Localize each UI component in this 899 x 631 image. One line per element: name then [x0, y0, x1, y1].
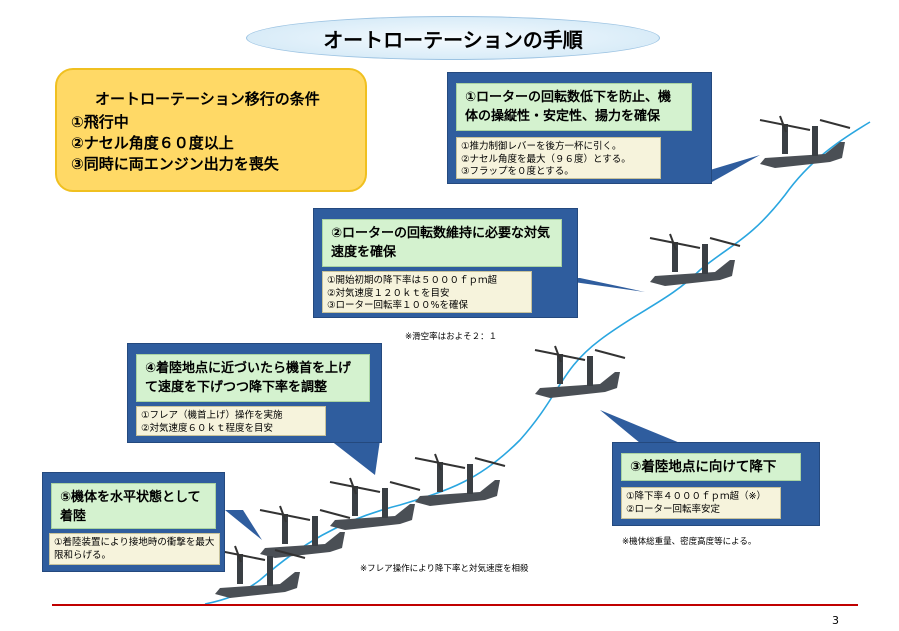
glide-ratio-note: ※滑空率はおよそ２：１: [405, 332, 498, 342]
step2-box: ②ローターの回転数維持に必要な対気速度を確保 ①開始初期の降下率は５０００ｆｐｍ…: [313, 208, 578, 318]
list-item: ①推力制御レバーを後方一杯に引く。: [461, 141, 622, 152]
list-item: ②ローター回転率安定: [626, 503, 721, 515]
callout-pointer-step4: [330, 440, 380, 475]
aircraft-silhouette-6: [259, 505, 351, 558]
weight-note: ※機体総重量、密度高度等による。: [622, 537, 757, 547]
step2-heading: ②ローターの回転数維持に必要な対気速度を確保: [322, 219, 562, 267]
list-item: ①開始初期の降下率は５０００ｆｐｍ超: [327, 275, 498, 286]
list-item: ③フラップを０度とする。: [461, 166, 574, 177]
callout-pointer-step3: [600, 410, 680, 443]
aircraft-silhouette-3: [534, 345, 626, 398]
list-item: ①フレア（機首上げ）操作を実施: [141, 410, 283, 421]
page-title: オートローテーションの手順: [246, 16, 660, 60]
step4-box: ④着陸地点に近づいたら機首を上げて速度を下げつつ降下率を調整 ①フレア（機首上げ…: [127, 343, 382, 443]
conditions-heading: オートローテーション移行の条件: [95, 90, 320, 108]
step4-heading: ④着陸地点に近づいたら機首を上げて速度を下げつつ降下率を調整: [136, 354, 370, 402]
step2-details: ①開始初期の降下率は５０００ｆｐｍ超 ②対気速度１２０ｋｔを目安 ③ローター回転…: [322, 271, 532, 313]
callout-pointer-step5: [225, 510, 262, 540]
aircraft-silhouette-7: [214, 545, 306, 598]
page-number: 3: [832, 614, 839, 627]
condition-item: ①飛行中: [71, 113, 129, 131]
conditions-box: オートローテーション移行の条件 ①飛行中 ②ナセル角度６０度以上 ③同時に両エン…: [55, 68, 367, 192]
condition-item: ③同時に両エンジン出力を喪失: [71, 155, 279, 173]
aircraft-silhouette-5: [329, 477, 421, 530]
aircraft-silhouette-2: [649, 233, 741, 286]
step1-heading: ①ローターの回転数低下を防止、機体の操縦性・安定性、揚力を確保: [456, 83, 692, 131]
step4-details: ①フレア（機首上げ）操作を実施 ②対気速度６０ｋｔ程度を目安: [136, 406, 326, 436]
flare-note: ※フレア操作により降下率と対気速度を相殺: [360, 564, 529, 574]
step5-details: ①着陸装置により接地時の衝撃を最大限和らげる。: [49, 533, 220, 565]
footer-rule: [52, 604, 858, 606]
list-item: ②ナセル角度を最大（９６度）とする。: [461, 153, 631, 165]
step3-heading: ③着陸地点に向けて降下: [621, 453, 801, 481]
step5-box: ⑤機体を水平状態として着陸 ①着陸装置により接地時の衝撃を最大限和らげる。: [42, 472, 225, 572]
list-item: ②対気速度１２０ｋｔを目安: [327, 287, 450, 299]
aircraft-silhouette-1: [759, 115, 851, 168]
list-item: ②対気速度６０ｋｔ程度を目安: [141, 422, 274, 434]
aircraft-silhouette-4: [414, 453, 506, 506]
list-item: ③ローター回転率１００%を確保: [327, 300, 469, 311]
condition-item: ②ナセル角度６０度以上: [71, 134, 234, 152]
step1-box: ①ローターの回転数低下を防止、機体の操縦性・安定性、揚力を確保 ①推力制御レバー…: [447, 72, 712, 184]
list-item: ①着陸装置により接地時の衝撃を最大限和らげる。: [54, 537, 215, 561]
step5-heading: ⑤機体を水平状態として着陸: [51, 483, 216, 529]
step3-box: ③着陸地点に向けて降下 ①降下率４０００ｆｐｍ超（※） ②ローター回転率安定: [612, 442, 820, 526]
step3-details: ①降下率４０００ｆｐｍ超（※） ②ローター回転率安定: [621, 487, 781, 519]
list-item: ①降下率４０００ｆｐｍ超（※）: [626, 491, 766, 502]
step1-details: ①推力制御レバーを後方一杯に引く。 ②ナセル角度を最大（９６度）とする。 ③フラ…: [456, 137, 661, 179]
